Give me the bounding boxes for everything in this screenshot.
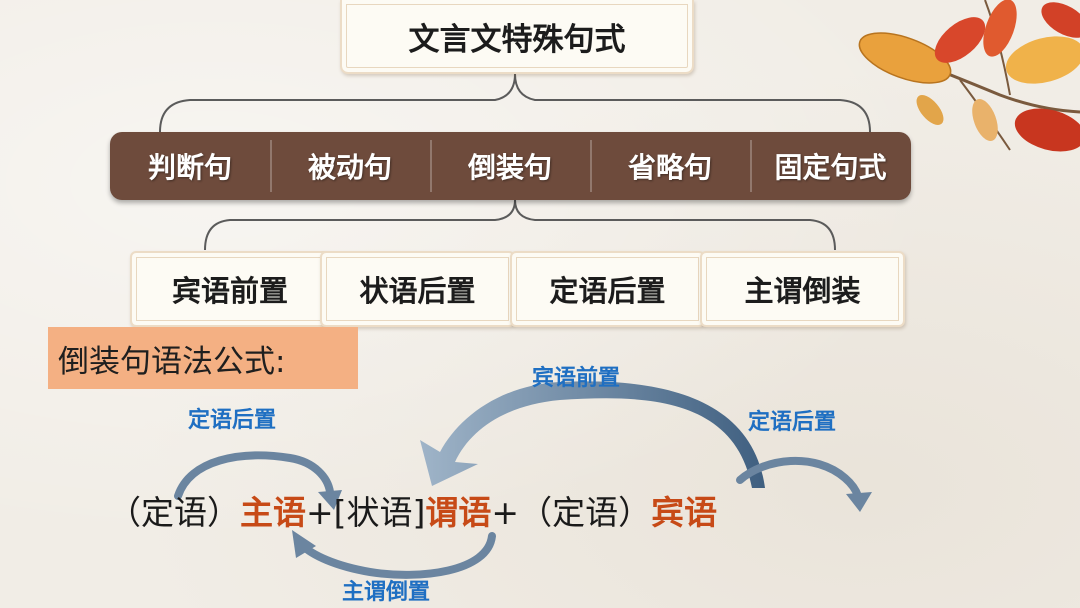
subtype-label: 状语后置 [359,274,476,308]
category-label: 被动句 [307,151,392,184]
category-label: 倒装句 [467,151,552,184]
formula-predicate: 谓语 [425,493,492,532]
object-front-arrow [420,381,765,488]
category-daozhuang[interactable]: 倒装句 [430,132,590,200]
page-title: 文言文特殊句式 [340,0,694,74]
subtype-adverbial-post[interactable]: 状语后置 [320,251,515,327]
subject-predicate-arrow [298,532,496,579]
grammar-formula: （定语） 主语 + [状语] 谓语 + （定语） 宾语 [108,486,717,538]
attributive-right-arrow [736,457,862,500]
divider [750,140,752,192]
annotation-subject-predicate: 主谓倒置 [342,580,431,605]
category-label: 判断句 [147,151,232,184]
divider [590,140,592,192]
category-guding[interactable]: 固定句式 [750,132,911,200]
annotation-object-front: 宾语前置 [532,366,621,391]
divider [270,140,272,192]
annotation-attributive-right: 定语后置 [748,410,837,435]
formula-attributive-1: （定语） [108,493,240,532]
category-shenglue[interactable]: 省略句 [590,132,750,200]
category-panduan[interactable]: 判断句 [110,132,270,200]
subtype-attributive-post[interactable]: 定语后置 [510,251,705,327]
category-bar: 判断句 被动句 倒装句 省略句 固定句式 [110,132,911,200]
formula-label-text: 倒装句语法公式: [58,343,286,380]
formula-adverbial: [状语] [333,493,426,532]
category-label: 固定句式 [774,151,887,184]
formula-plus-1: + [306,493,334,532]
formula-plus-2: + [491,493,520,532]
category-beidong[interactable]: 被动句 [270,132,430,200]
subtype-label: 宾语前置 [171,274,288,308]
category-label: 省略句 [627,151,712,184]
divider [430,140,432,192]
subtype-object-front[interactable]: 宾语前置 [130,251,330,327]
subtype-label: 定语后置 [549,274,666,308]
formula-object: 宾语 [651,493,718,532]
annotation-attributive-left: 定语后置 [188,408,277,433]
formula-attributive-2: （定语） [519,493,652,532]
subtype-subject-predicate-inversion[interactable]: 主谓倒装 [700,251,905,327]
formula-subject: 主语 [240,493,306,532]
page-title-text: 文言文特殊句式 [408,21,626,58]
attributive-left-arrow [174,451,334,500]
subtype-label: 主谓倒装 [744,274,861,308]
formula-label: 倒装句语法公式: [48,327,358,389]
